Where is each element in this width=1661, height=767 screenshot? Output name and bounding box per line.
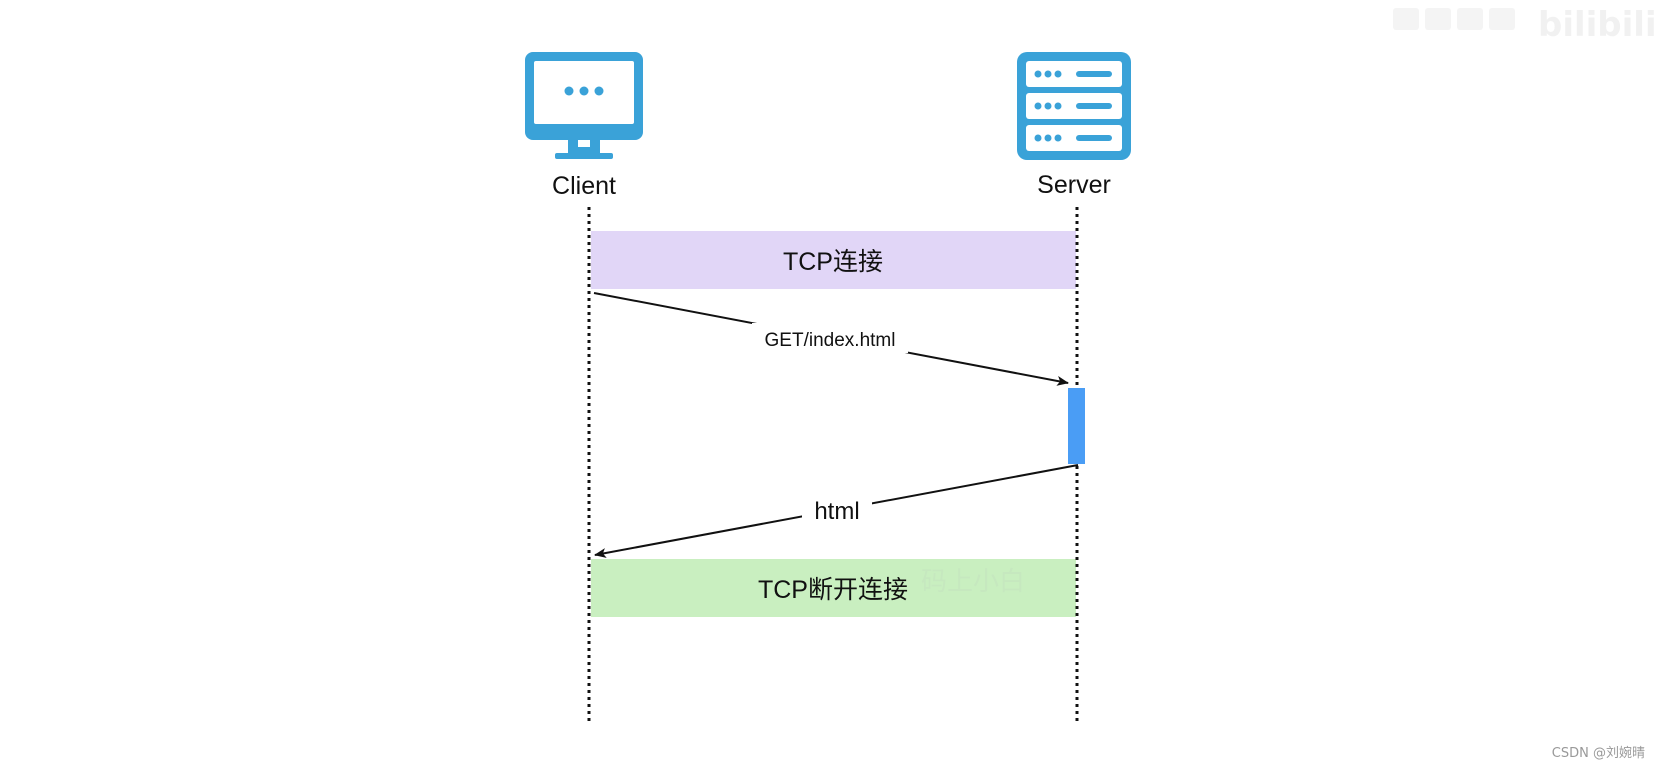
response-label: html — [814, 498, 859, 525]
top-watermark: bilibili — [1393, 5, 1657, 45]
center-watermark: 码上小白 — [921, 567, 1025, 597]
request-label-background — [752, 323, 908, 353]
tcp-connect-label: TCP连接 — [783, 248, 883, 276]
client-label: Client — [552, 172, 616, 200]
tcp-disconnect-band — [591, 559, 1076, 617]
tcp-connect-band — [591, 231, 1076, 289]
server-activation-bar — [1068, 388, 1085, 464]
credit-text: CSDN @刘婉晴 — [1552, 745, 1645, 761]
tcp-disconnect-label: TCP断开连接 — [758, 576, 908, 604]
bilibili-watermark: bilibili — [1538, 5, 1657, 45]
server-label: Server — [1037, 171, 1111, 199]
response-label-background — [802, 494, 872, 528]
server-rack-icon — [1017, 52, 1131, 160]
monitor-icon — [525, 52, 643, 159]
request-label: GET/index.html — [765, 330, 896, 351]
